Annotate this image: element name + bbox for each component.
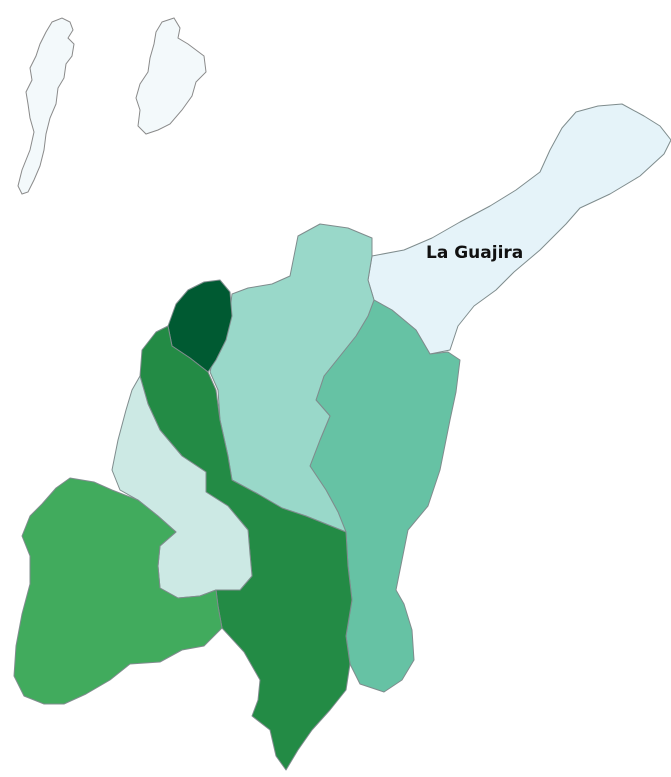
region-cordoba[interactable]	[13, 477, 223, 705]
island-providencia	[135, 17, 207, 135]
region-la-guajira[interactable]	[367, 103, 671, 355]
island-san-andres	[17, 17, 75, 195]
label-la-guajira: La Guajira	[426, 243, 523, 263]
